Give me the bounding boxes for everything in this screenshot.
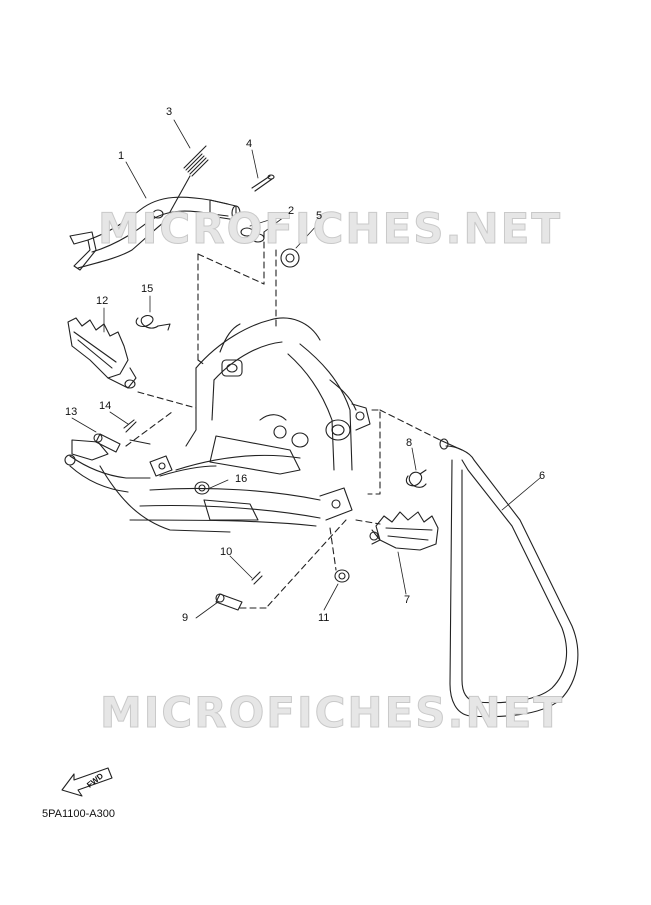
footrest-spring-left xyxy=(135,315,171,331)
callout-4: 4 xyxy=(246,138,253,150)
cotter-pin-4 xyxy=(251,174,275,192)
cotter-pin-14 xyxy=(123,419,137,433)
assembly-lines-lower xyxy=(125,391,441,609)
cotter-pin-10 xyxy=(251,571,263,585)
callout-7: 7 xyxy=(404,594,411,606)
callout-14: 14 xyxy=(99,400,112,412)
callout-8: 8 xyxy=(406,437,413,449)
footrest-right xyxy=(369,511,439,551)
leader-lines xyxy=(71,119,541,619)
callout-15: 15 xyxy=(141,283,154,295)
pedal-return-spring xyxy=(169,145,209,213)
callout-6: 6 xyxy=(539,470,546,482)
footrest-spring-right xyxy=(405,469,427,488)
callout-16: 16 xyxy=(235,473,248,485)
watermark-bottom: MICROFICHES.NET xyxy=(100,688,564,738)
frame-assembly xyxy=(64,317,371,533)
washer-5 xyxy=(280,248,300,268)
diagram-code: 5PA1100-A300 xyxy=(42,808,115,820)
assembly-lines-upper xyxy=(197,231,277,367)
stand xyxy=(439,438,579,718)
pivot-pin-9 xyxy=(215,593,243,611)
callout-13: 13 xyxy=(65,406,78,418)
watermark-top: MICROFICHES.NET xyxy=(98,204,562,254)
callout-5: 5 xyxy=(316,210,323,222)
callout-10: 10 xyxy=(220,546,233,558)
pivot-pin-13 xyxy=(93,433,121,453)
callout-2: 2 xyxy=(288,205,295,217)
footrest-left xyxy=(67,317,137,389)
callout-9: 9 xyxy=(182,612,189,624)
washer-16 xyxy=(194,481,210,495)
brake-pedal xyxy=(69,196,241,271)
callout-3: 3 xyxy=(166,106,173,118)
callout-12: 12 xyxy=(96,295,109,307)
callout-1: 1 xyxy=(118,150,125,162)
callout-11: 11 xyxy=(318,612,330,624)
washer-11 xyxy=(334,569,350,583)
fwd-arrow xyxy=(61,767,113,797)
